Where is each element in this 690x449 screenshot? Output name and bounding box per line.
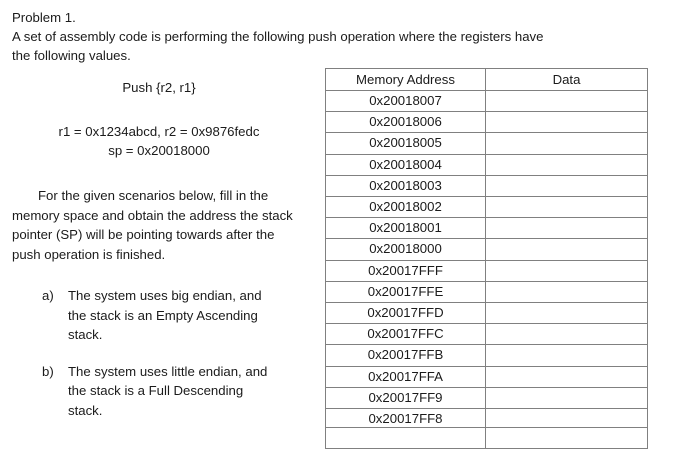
table-row: 0x20018004 xyxy=(325,153,648,176)
data-cell[interactable] xyxy=(485,280,648,304)
scenario-list: a) The system uses big endian, and the s… xyxy=(0,264,322,437)
memory-address-cell: 0x20018000 xyxy=(325,238,486,261)
memory-address-cell: 0x20018007 xyxy=(325,89,486,113)
memory-address-cell: 0x20018005 xyxy=(325,132,486,155)
memory-table-partial xyxy=(325,426,648,449)
data-cell[interactable] xyxy=(485,89,648,113)
problem-heading: Problem 1. xyxy=(12,10,76,25)
memory-table-partial-body xyxy=(325,426,648,449)
table-row: 0x20018006 xyxy=(325,111,648,134)
table-row: 0x20017FFF xyxy=(325,259,648,282)
memory-address-cell: 0x20018004 xyxy=(325,153,486,176)
data-cell[interactable] xyxy=(485,386,648,410)
register-values-block: r1 = 0x1234abcd, r2 = 0x9876fedc sp = 0x… xyxy=(10,97,308,160)
push-block: Push {r2, r1} r1 = 0x1234abcd, r2 = 0x98… xyxy=(0,76,322,160)
data-cell[interactable] xyxy=(485,323,648,346)
table-row xyxy=(325,426,648,449)
data-cell[interactable] xyxy=(485,111,648,134)
table-row: 0x20018005 xyxy=(325,132,648,155)
list-marker-a: a) xyxy=(42,288,54,303)
instructions-paragraph: For the given scenarios below, fill in t… xyxy=(12,188,293,262)
data-cell[interactable] xyxy=(485,153,648,176)
data-cell[interactable] xyxy=(485,408,648,431)
list-item: b) The system uses little endian, and th… xyxy=(12,362,312,438)
list-item: a) The system uses big endian, and the s… xyxy=(12,286,312,362)
memory-address-cell: 0x20018002 xyxy=(325,196,486,219)
table-row: 0x20017FFA xyxy=(325,365,648,388)
memory-address-cell: 0x20018001 xyxy=(325,217,486,240)
table-row: 0x20017FF9 xyxy=(325,386,648,410)
left-column: Push {r2, r1} r1 = 0x1234abcd, r2 = 0x98… xyxy=(0,76,322,437)
table-row: 0x20018001 xyxy=(325,217,648,240)
memory-address-cell: 0x20017FF9 xyxy=(325,386,486,410)
data-cell[interactable] xyxy=(485,132,648,155)
data-cell[interactable] xyxy=(485,238,648,261)
data-cell[interactable] xyxy=(485,426,648,449)
intro-line-2: the following values. xyxy=(12,48,131,63)
document-page: Problem 1. A set of assembly code is per… xyxy=(0,8,678,449)
table-row: 0x20018000 xyxy=(325,238,648,261)
memory-address-cell: 0x20018006 xyxy=(325,111,486,134)
table-header-row: Memory Address Data xyxy=(325,68,648,91)
memory-address-cell: 0x20017FFF xyxy=(325,259,486,282)
table-row: 0x20017FFB xyxy=(325,344,648,367)
column-header-data: Data xyxy=(485,68,648,91)
scenario-text-a: The system uses big endian, and the stac… xyxy=(68,288,262,342)
data-cell[interactable] xyxy=(485,217,648,240)
stack-pointer-line: sp = 0x20018000 xyxy=(108,143,210,158)
memory-address-cell: 0x20017FFA xyxy=(325,365,486,388)
data-cell[interactable] xyxy=(485,174,648,198)
table-row: 0x20018002 xyxy=(325,196,648,219)
memory-address-cell: 0x20017FFD xyxy=(325,302,486,325)
table-row: 0x20018007 xyxy=(325,89,648,113)
data-cell[interactable] xyxy=(485,344,648,367)
memory-address-cell: 0x20018003 xyxy=(325,174,486,198)
data-cell[interactable] xyxy=(485,259,648,282)
table-row: 0x20018003 xyxy=(325,174,648,198)
table-row: 0x20017FFD xyxy=(325,302,648,325)
registers-line: r1 = 0x1234abcd, r2 = 0x9876fedc xyxy=(58,124,260,139)
memory-address-cell: 0x20017FF8 xyxy=(325,408,486,431)
memory-address-cell: 0x20017FFC xyxy=(325,323,486,346)
memory-address-cell xyxy=(325,426,486,449)
table-row: 0x20017FFE xyxy=(325,280,648,304)
data-cell[interactable] xyxy=(485,365,648,388)
column-header-memory-address: Memory Address xyxy=(325,68,486,91)
data-cell[interactable] xyxy=(485,302,648,325)
scenario-text-b: The system uses little endian, and the s… xyxy=(68,363,268,418)
table-row: 0x20017FF8 xyxy=(325,408,648,431)
memory-address-cell: 0x20017FFB xyxy=(325,344,486,367)
memory-address-cell: 0x20017FFE xyxy=(325,280,486,304)
intro-block: Problem 1. A set of assembly code is per… xyxy=(12,8,678,65)
list-marker-b: b) xyxy=(42,363,54,379)
data-cell[interactable] xyxy=(485,196,648,219)
intro-line-1: A set of assembly code is performing the… xyxy=(12,29,544,44)
push-instruction: Push {r2, r1} xyxy=(122,80,196,95)
table-row: 0x20017FFC xyxy=(325,323,648,346)
